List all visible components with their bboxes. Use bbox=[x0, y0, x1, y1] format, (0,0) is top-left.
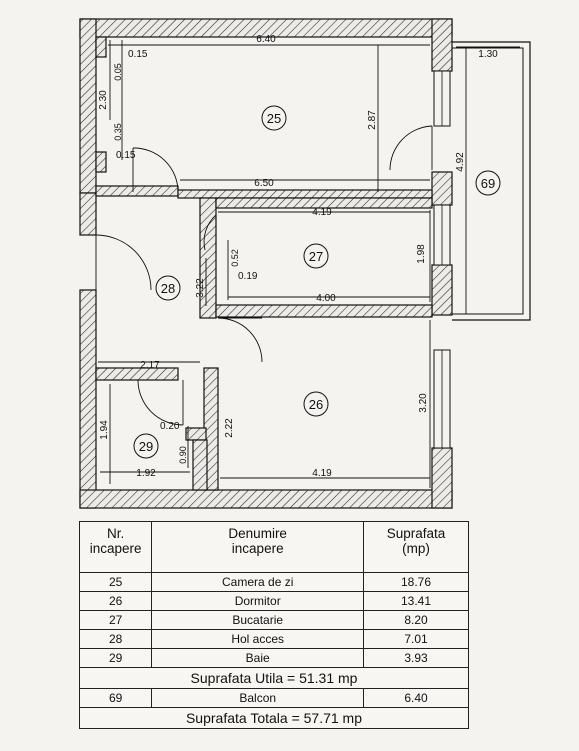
cell-nr: 69 bbox=[78, 688, 153, 708]
cell-name: Dormitor bbox=[151, 591, 365, 611]
room-69-label: 69 bbox=[481, 176, 495, 191]
floor-plan: 25 26 27 28 29 69 0.15 6.40 1.30 0.05 2.… bbox=[79, 18, 531, 509]
doors bbox=[95, 125, 433, 426]
dim-label: 3.20 bbox=[418, 393, 429, 413]
dim-label: 4.92 bbox=[455, 152, 466, 172]
total-area-row: Suprafata Totala = 57.71 mp bbox=[79, 707, 469, 729]
header-nr-line2: incapere bbox=[89, 541, 142, 556]
cell-nr: 29 bbox=[78, 648, 153, 668]
header-name: Denumire incapere bbox=[151, 521, 365, 573]
room-28-label: 28 bbox=[161, 281, 175, 296]
dim-label: 3.22 bbox=[195, 278, 206, 298]
header-area-line2: (mp) bbox=[402, 541, 430, 556]
dim-label: 0.15 bbox=[116, 150, 136, 161]
dim-label: 1.92 bbox=[136, 468, 156, 479]
cell-area: 7.01 bbox=[363, 629, 469, 649]
dimension-labels: 0.15 6.40 1.30 0.05 2.30 0.35 0.15 2.87 … bbox=[98, 34, 498, 479]
dim-label: 2.30 bbox=[98, 90, 109, 110]
dim-label: 4.19 bbox=[312, 468, 332, 479]
room-25-label: 25 bbox=[267, 111, 281, 126]
cell-name: Baie bbox=[151, 648, 365, 668]
dimension-lines bbox=[98, 40, 520, 488]
header-name-line2: incapere bbox=[231, 541, 284, 556]
cell-area: 13.41 bbox=[363, 591, 469, 611]
table-row: 25 Camera de zi 18.76 bbox=[78, 572, 469, 592]
dim-label: 1.30 bbox=[478, 49, 498, 60]
dim-label: 4.19 bbox=[312, 207, 332, 218]
dim-label: 0.20 bbox=[160, 421, 180, 432]
cell-name-text: Camera de zi bbox=[222, 575, 294, 589]
cell-name: Balcon bbox=[151, 688, 365, 708]
header-nr: Nr. incapere bbox=[78, 521, 153, 573]
room-schedule-table: Nr. incapere Denumire incapere Suprafata… bbox=[78, 521, 469, 729]
dim-label: 2.17 bbox=[140, 360, 160, 371]
dim-label: 1.98 bbox=[416, 244, 427, 264]
dim-label: 2.22 bbox=[224, 418, 235, 438]
dim-label: 0.15 bbox=[128, 49, 148, 60]
dim-label: 0.05 bbox=[113, 63, 123, 81]
cell-area: 3.93 bbox=[363, 648, 469, 668]
table-row: 26 Dormitor 13.41 bbox=[78, 591, 469, 611]
table-row: 29 Baie 3.93 bbox=[78, 648, 469, 668]
header-area-line1: Suprafata bbox=[386, 526, 446, 541]
cell-area: 18.76 bbox=[363, 572, 469, 592]
dim-label: 0.52 bbox=[230, 249, 240, 267]
table-row: 27 Bucatarie 8.20 bbox=[78, 610, 469, 630]
dim-label: 6.50 bbox=[254, 178, 274, 189]
room-29-label: 29 bbox=[139, 439, 153, 454]
cell-nr: 25 bbox=[78, 572, 153, 592]
cell-name: Hol acces bbox=[151, 629, 365, 649]
dim-label: 4.00 bbox=[316, 293, 336, 304]
dim-label: 6.40 bbox=[256, 34, 276, 45]
cell-name: Bucatarie bbox=[151, 610, 365, 630]
dim-label: 0.19 bbox=[238, 271, 258, 282]
dim-label: 0.90 bbox=[178, 446, 188, 464]
cell-area: 6.40 bbox=[363, 688, 469, 708]
room-labels: 25 26 27 28 29 69 bbox=[133, 105, 501, 459]
total-useful-area: Suprafata Utila = 51.31 mp bbox=[79, 667, 469, 689]
cell-area: 8.20 bbox=[363, 610, 469, 630]
header-area: Suprafata (mp) bbox=[363, 521, 469, 573]
dim-label: 2.87 bbox=[367, 110, 378, 130]
table-header-row: Nr. incapere Denumire incapere Suprafata… bbox=[78, 521, 469, 573]
walls bbox=[79, 18, 531, 509]
dim-label: 1.94 bbox=[99, 420, 110, 440]
room-27-label: 27 bbox=[309, 249, 323, 264]
cell-nr: 26 bbox=[78, 591, 153, 611]
dim-label: 0.35 bbox=[113, 123, 123, 141]
cell-nr: 28 bbox=[78, 629, 153, 649]
header-nr-line1: Nr. bbox=[107, 526, 125, 541]
table-row: 69 Balcon 6.40 bbox=[78, 688, 469, 708]
table-row: 28 Hol acces 7.01 bbox=[78, 629, 469, 649]
header-name-line1: Denumire bbox=[228, 526, 287, 541]
cell-name: Camera de zi bbox=[151, 572, 365, 592]
total-area: Suprafata Totala = 57.71 mp bbox=[79, 707, 469, 729]
room-26-label: 26 bbox=[309, 397, 323, 412]
total-useful-row: Suprafata Utila = 51.31 mp bbox=[79, 667, 469, 689]
cell-nr: 27 bbox=[78, 610, 153, 630]
